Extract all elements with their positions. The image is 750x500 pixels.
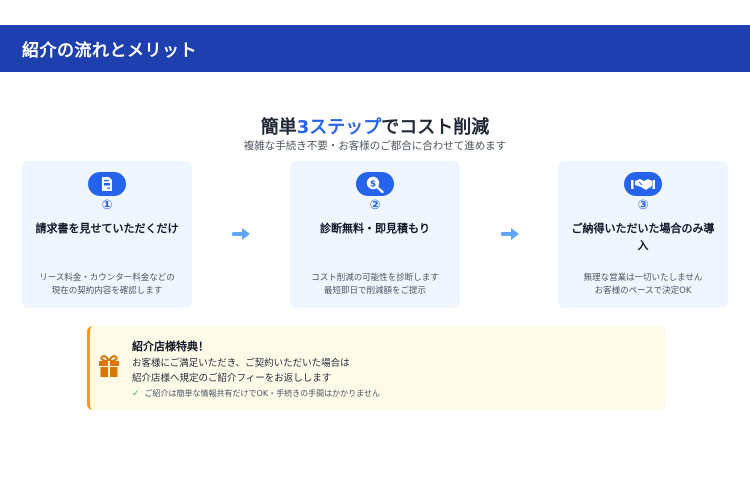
step-number: ① bbox=[101, 198, 113, 213]
step-title: 請求書を見せていただくだけ bbox=[35, 222, 179, 235]
handshake-icon bbox=[624, 172, 662, 196]
desc-line: 最短即日で削減額をご提示 bbox=[323, 286, 426, 296]
headline-accent: 3ステップ bbox=[296, 117, 382, 138]
step-card-2: $ ② 診断無料・即見積もり コスト削減の可能性を診断します 最短即日で削減額を… bbox=[290, 161, 460, 308]
document-icon bbox=[88, 172, 126, 196]
body-line: 紹介店様へ規定のご紹介フィーをお返しします bbox=[132, 373, 332, 384]
desc-line: 現在の契約内容を確認します bbox=[51, 286, 163, 296]
arrow-right-icon bbox=[232, 228, 250, 240]
desc-line: お客様のペースで決定OK bbox=[594, 286, 692, 296]
benefit-title: 紹介店様特典！ bbox=[132, 340, 209, 353]
step-title: ご納得いただいた場合のみ導入 bbox=[571, 222, 715, 252]
svg-text:$: $ bbox=[370, 179, 376, 189]
gift-icon bbox=[99, 355, 119, 377]
headline-post: でコスト削減 bbox=[381, 117, 490, 138]
section-title: 紹介の流れとメリット bbox=[22, 41, 197, 61]
search-dollar-icon: $ bbox=[356, 172, 394, 196]
step-card-1: ① 請求書を見せていただくだけ リース料金・カウンター料金などの 現在の契約内容… bbox=[22, 161, 192, 308]
section-header: 紹介の流れとメリット bbox=[0, 25, 750, 72]
step-description: コスト削減の可能性を診断します 最短即日で削減額をご提示 bbox=[296, 272, 454, 298]
step-number: ② bbox=[369, 198, 381, 213]
benefit-box: 紹介店様特典！ お客様にご満足いただき、ご契約いただいた場合は 紹介店様へ規定の… bbox=[87, 326, 665, 410]
step-number: ③ bbox=[637, 198, 649, 213]
note-text: ご紹介は簡単な情報共有だけでOK・手続きの手間はかかりません bbox=[144, 389, 380, 398]
step-title: 診断無料・即見積もり bbox=[320, 222, 430, 235]
step-card-3: ③ ご納得いただいた場合のみ導入 無理な営業は一切いたしません お客様のペースで… bbox=[558, 161, 728, 308]
desc-line: リース料金・カウンター料金などの bbox=[39, 273, 175, 283]
step-description: リース料金・カウンター料金などの 現在の契約内容を確認します bbox=[28, 272, 186, 298]
desc-line: コスト削減の可能性を診断します bbox=[311, 273, 439, 283]
desc-line: 無理な営業は一切いたしません bbox=[583, 273, 703, 283]
body-line: お客様にご満足いただき、ご契約いただいた場合は bbox=[132, 358, 350, 369]
step-description: 無理な営業は一切いたしません お客様のペースで決定OK bbox=[564, 272, 722, 298]
headline: 簡単3ステップでコスト削減 bbox=[0, 113, 750, 139]
benefit-note: ✓ ご紹介は簡単な情報共有だけでOK・手続きの手間はかかりません bbox=[132, 388, 380, 399]
check-icon: ✓ bbox=[132, 388, 140, 399]
benefit-body: お客様にご満足いただき、ご契約いただいた場合は 紹介店様へ規定のご紹介フィーをお… bbox=[132, 356, 350, 386]
headline-pre: 簡単 bbox=[260, 117, 297, 138]
arrow-right-icon bbox=[501, 228, 519, 240]
subline: 複雑な手続き不要・お客様のご都合に合わせて進めます bbox=[243, 140, 507, 152]
